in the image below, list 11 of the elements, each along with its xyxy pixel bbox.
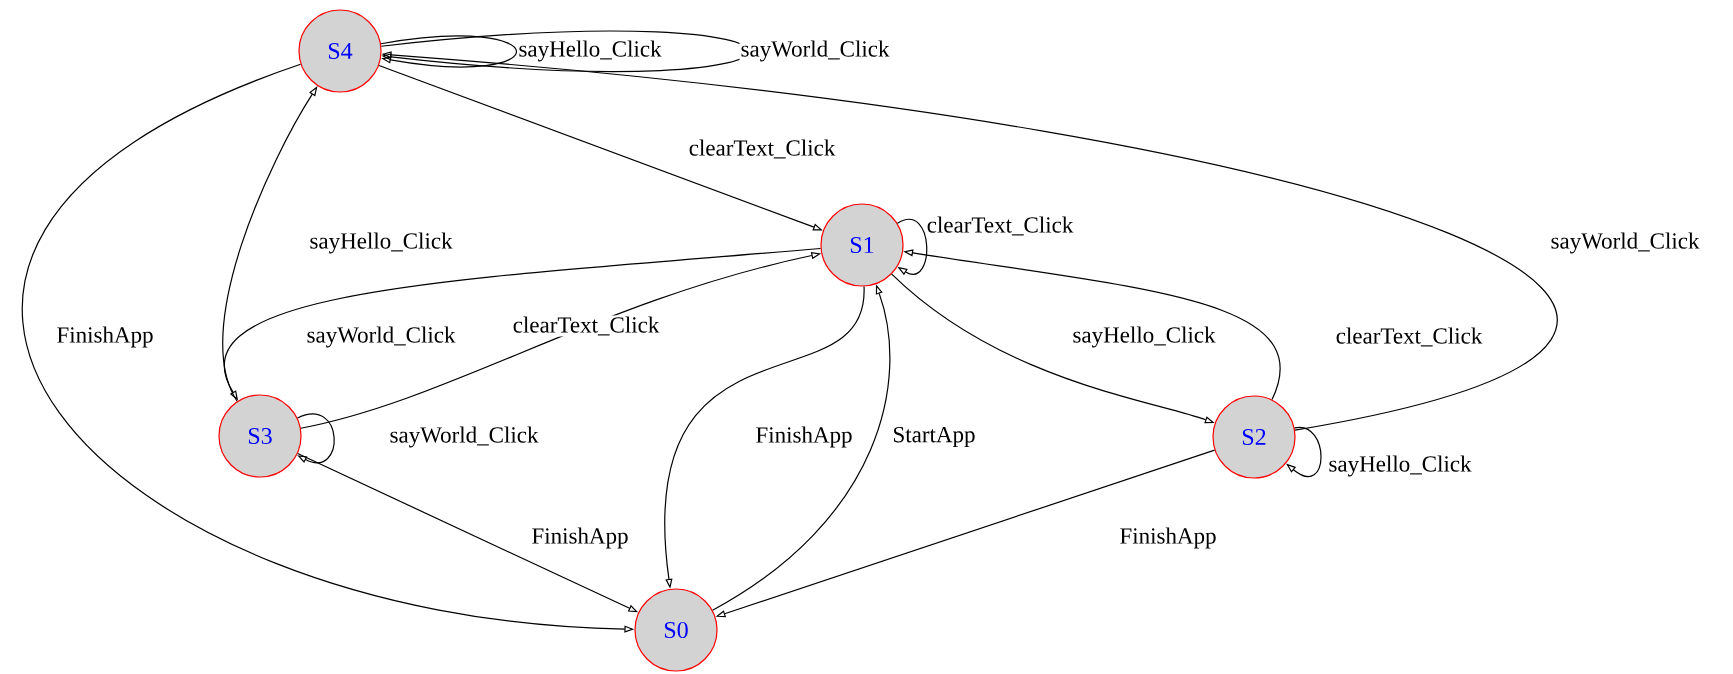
edge-label: sayWorld_Click [1549,231,1701,255]
edge-label: sayWorld_Click [388,425,540,449]
edge-label: FinishApp [1118,526,1218,550]
arrow [222,86,318,402]
arrow [296,413,335,464]
edge-label: sayHello_Click [1327,454,1473,478]
edge-label: StartApp [891,425,977,449]
edge-label: FinishApp [754,425,854,449]
edge-label: FinishApp [55,325,155,349]
edge-label: FinishApp [530,526,630,550]
arrow [1286,427,1322,478]
